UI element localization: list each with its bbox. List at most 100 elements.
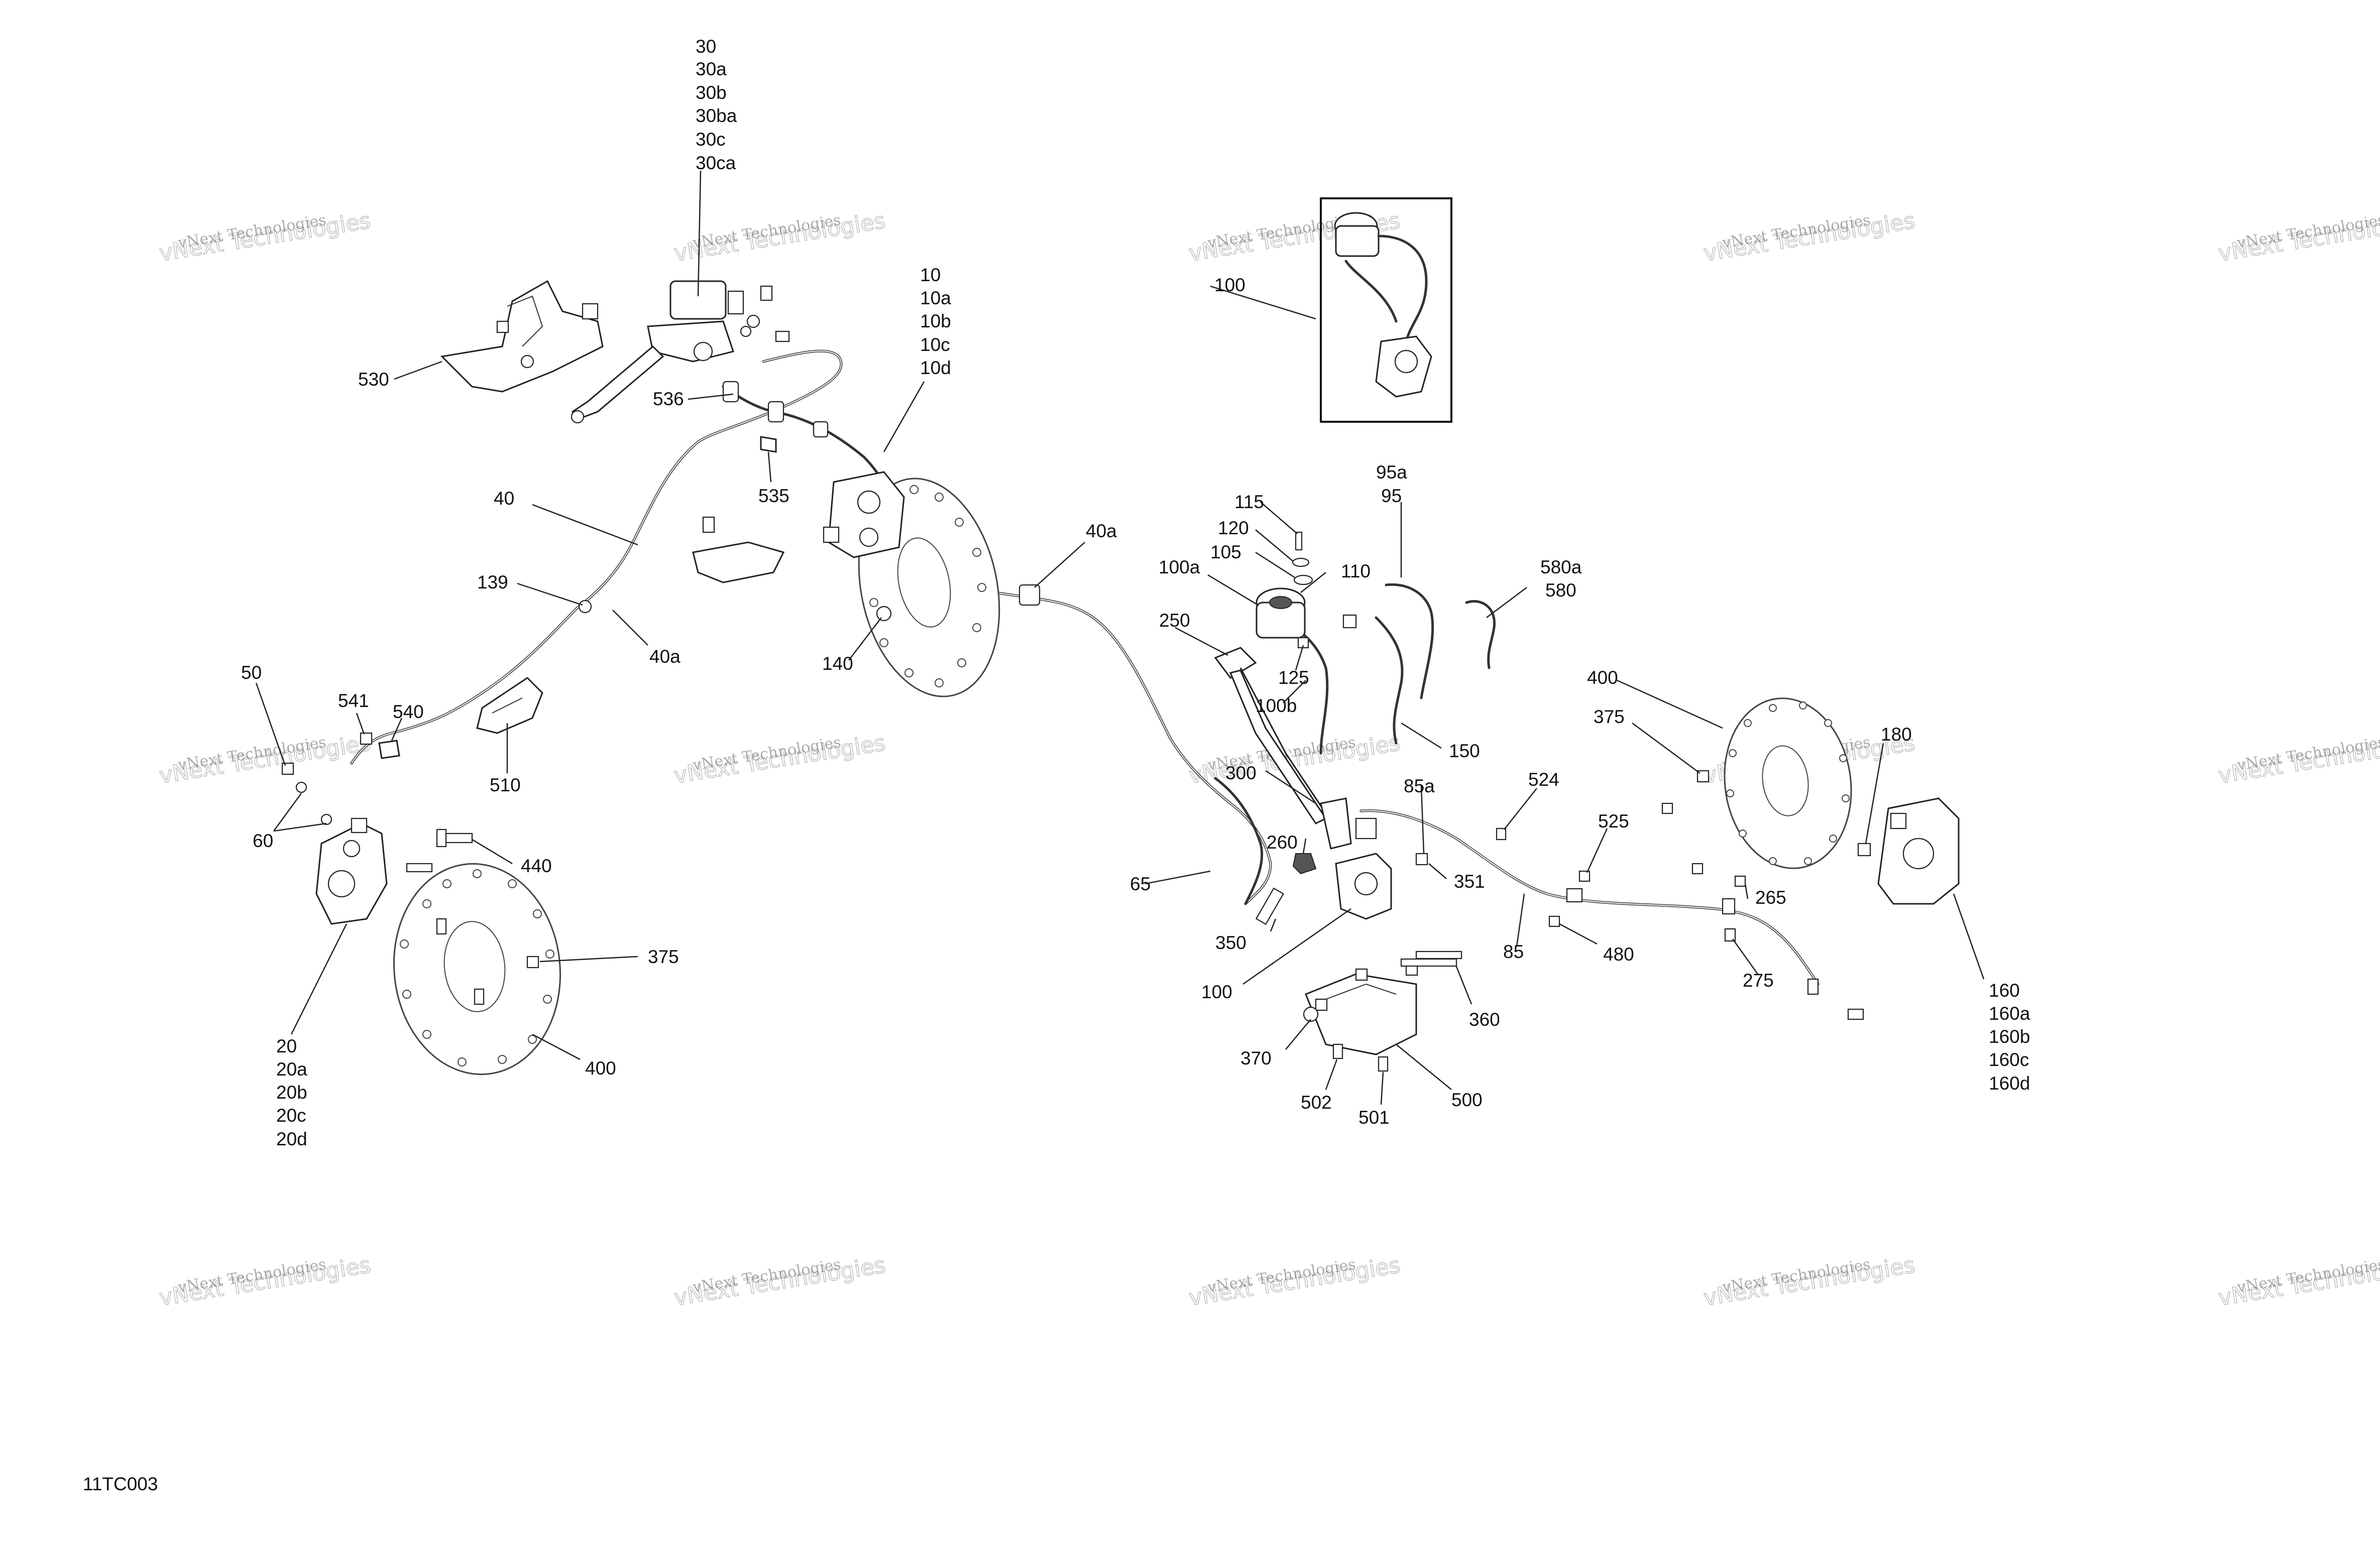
watermark: vNext Technologies vNext Technologies <box>672 207 888 267</box>
master-cylinder-30 <box>571 280 744 424</box>
washer-105 <box>1293 574 1313 585</box>
nut-260 <box>1292 853 1317 875</box>
pedal-250 <box>1214 647 1327 824</box>
callout-480: 480 <box>1603 944 1634 965</box>
callout-65: 65 <box>1130 874 1151 894</box>
callout-labels: 30 30a 30b 30ba 30c 30ca 10 10a 10b 10c … <box>241 36 2030 1149</box>
screw-501 <box>1378 1056 1389 1072</box>
callout-360: 360 <box>1469 1009 1500 1030</box>
callout-110: 110 <box>1341 561 1371 581</box>
caliper-10 <box>823 471 905 558</box>
fitting-85-end <box>1807 978 1819 995</box>
callout-100-lower: 100 <box>1201 982 1232 1002</box>
callout-120: 120 <box>1218 518 1249 538</box>
line-bracket-10 <box>692 516 785 583</box>
callout-100-inset: 100 <box>1214 275 1245 295</box>
nut-265 <box>1734 875 1746 887</box>
disc-400-right <box>1724 697 1852 869</box>
callout-501: 501 <box>1358 1107 1390 1128</box>
callout-540: 540 <box>393 701 424 722</box>
callout-502: 502 <box>1301 1092 1332 1113</box>
callout-370: 370 <box>1240 1048 1272 1069</box>
clamp-85b <box>1722 898 1736 915</box>
callout-100a: 100a <box>1159 557 1200 577</box>
screw-375-left <box>526 956 539 969</box>
bolt-440 <box>406 828 473 873</box>
nut-275 <box>1724 928 1736 942</box>
fitting-180 <box>1857 843 1871 857</box>
callout-139: 139 <box>477 572 508 592</box>
callout-100b: 100b <box>1256 695 1297 716</box>
nut-351 <box>1415 853 1428 866</box>
watermark: vNext Technologies vNext Technologies <box>672 1252 888 1311</box>
callout-160: 160 <box>1989 980 2020 1001</box>
callout-375-left: 375 <box>648 946 679 967</box>
callout-140: 140 <box>822 653 853 674</box>
callout-525: 525 <box>1598 811 1629 832</box>
callout-180: 180 <box>1881 724 1912 745</box>
disc-400-left <box>393 863 561 1076</box>
drawing-id: 11TC003 <box>83 1474 158 1494</box>
callout-85a: 85a <box>1404 776 1435 796</box>
callout-10a: 10a <box>920 288 951 308</box>
reservoir-assembly-100a <box>1214 531 1428 925</box>
front-left-brake-10 <box>692 471 1041 697</box>
callout-40: 40 <box>494 488 514 509</box>
nut-480 <box>1548 915 1560 927</box>
watermark: vNext Technologies vNext Technologies <box>2216 207 2380 267</box>
callout-510: 510 <box>490 775 521 795</box>
caliper-160 <box>1877 797 1960 905</box>
callout-10b: 10b <box>920 311 951 331</box>
callout-10: 10 <box>920 265 941 285</box>
nut-525 <box>1578 870 1591 882</box>
callout-375-right: 375 <box>1594 706 1625 727</box>
screw-115 <box>1295 531 1303 551</box>
watermark: vNext Technologies vNext Technologies <box>157 1252 373 1311</box>
bolt-360 <box>1415 951 1462 960</box>
rear-right-brake-160 <box>1496 697 1960 1020</box>
inset-reservoir <box>1334 212 1432 398</box>
callout-300: 300 <box>1225 763 1257 783</box>
fitting-50 <box>281 762 294 775</box>
hose-580 <box>1465 600 1496 669</box>
washer-60a <box>295 781 307 793</box>
callout-275: 275 <box>1743 970 1774 991</box>
callout-30ba: 30ba <box>696 105 737 126</box>
callout-530: 530 <box>358 369 389 390</box>
fitting-110 <box>1342 614 1357 629</box>
washer-120 <box>1292 557 1310 567</box>
hose-95 <box>1385 583 1434 699</box>
screw-375-right-b <box>1661 802 1673 814</box>
guard-510 <box>476 677 543 734</box>
screw-375-right-c <box>1691 863 1704 875</box>
callout-400-left: 400 <box>585 1058 616 1079</box>
clip-535 <box>760 436 777 453</box>
callout-10d: 10d <box>920 358 951 378</box>
callout-536: 536 <box>653 389 684 409</box>
brake-line-85-highlight <box>1361 810 1819 985</box>
watermark: vNext Technologies vNext Technologies <box>157 730 373 789</box>
watermark: vNext Technologies vNext Technologies <box>1187 1252 1403 1311</box>
callout-250: 250 <box>1159 610 1190 631</box>
callout-535: 535 <box>758 486 789 506</box>
brake-line-150 <box>1375 616 1404 745</box>
nut-541 <box>360 732 373 745</box>
callout-400-right: 400 <box>1587 667 1618 688</box>
master-cylinder-assembly-30 <box>440 280 829 453</box>
callout-265: 265 <box>1755 887 1786 908</box>
callout-160a: 160a <box>1989 1003 2030 1024</box>
callout-440: 440 <box>521 856 552 876</box>
callout-85: 85 <box>1503 941 1524 962</box>
watermark: vNext Technologies vNext Technologies <box>1702 1252 1917 1311</box>
watermark: vNext Technologies vNext Technologies <box>157 207 373 267</box>
screw-524 <box>1496 827 1507 841</box>
mounting-bracket-500 <box>1303 951 1462 1072</box>
actuator-100 <box>1335 817 1392 920</box>
callout-30ca: 30ca <box>696 153 736 173</box>
rear-left-brake-20 <box>281 600 592 1076</box>
callout-580: 580 <box>1545 580 1576 601</box>
callout-524: 524 <box>1528 769 1559 790</box>
callout-20: 20 <box>276 1036 297 1056</box>
callout-40a-mid: 40a <box>1086 521 1117 541</box>
